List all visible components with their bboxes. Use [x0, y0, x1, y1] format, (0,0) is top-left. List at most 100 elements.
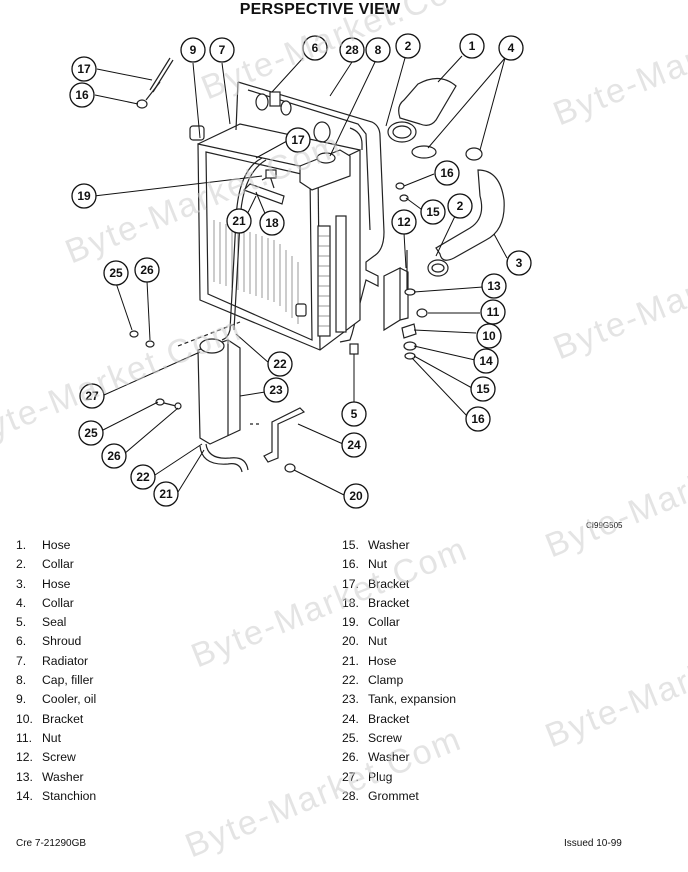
svg-text:27: 27	[85, 389, 99, 403]
svg-text:1: 1	[469, 39, 476, 53]
callout-1: 1	[459, 33, 485, 59]
list-item: 18.Bracket	[342, 595, 410, 610]
callout-16: 16	[69, 82, 95, 108]
list-item: 7.Radiator	[16, 653, 89, 668]
callout-26-lower: 26	[101, 443, 127, 469]
svg-text:4: 4	[508, 41, 515, 55]
svg-text:5: 5	[351, 407, 358, 421]
list-item: 16.Nut	[342, 557, 387, 572]
callout-19: 19	[71, 183, 97, 209]
list-item: 24.Bracket	[342, 711, 410, 726]
svg-text:14: 14	[479, 354, 493, 368]
list-item: 12.Screw	[16, 750, 76, 765]
callout-14: 14	[473, 348, 499, 374]
callout-16-lower: 16	[465, 406, 491, 432]
list-item: 21.Hose	[342, 653, 397, 668]
callout-21-upper: 21	[226, 208, 252, 234]
callout-4: 4	[498, 35, 524, 61]
parts-list-right: 15.Washer 16.Nut 17.Bracket 18.Bracket 1…	[342, 538, 456, 808]
figure-code: CI99G505	[586, 521, 623, 530]
side-bracket	[383, 182, 428, 360]
svg-text:8: 8	[375, 43, 382, 57]
svg-text:3: 3	[516, 256, 523, 270]
svg-text:2: 2	[405, 39, 412, 53]
callout-15-lower: 15	[470, 376, 496, 402]
list-item: 19.Collar	[342, 615, 400, 630]
list-item: 8.Cap, filler	[16, 673, 94, 688]
leader-lines	[93, 55, 508, 496]
callout-25-lower: 25	[78, 420, 104, 446]
callout-7: 7	[209, 37, 235, 63]
callout-16-mid: 16	[434, 160, 460, 186]
svg-text:23: 23	[269, 383, 283, 397]
svg-text:2: 2	[457, 199, 464, 213]
callout-20: 20	[343, 483, 369, 509]
watermark: Byte-Market.Com	[540, 609, 688, 756]
callout-27: 27	[79, 383, 105, 409]
callout-12: 12	[391, 209, 417, 235]
svg-text:11: 11	[487, 305, 500, 319]
list-item: 27.Plug	[342, 769, 393, 784]
svg-text:7: 7	[219, 43, 226, 57]
callout-23: 23	[263, 377, 289, 403]
svg-text:26: 26	[107, 449, 121, 463]
svg-text:22: 22	[273, 357, 287, 371]
callout-24: 24	[341, 432, 367, 458]
callout-15-mid: 15	[420, 199, 446, 225]
upper-hose	[387, 77, 483, 161]
list-item: 14.Stanchion	[16, 788, 97, 803]
callout-3: 3	[506, 250, 532, 276]
svg-text:26: 26	[140, 263, 154, 277]
callout-21-lower: 21	[153, 481, 179, 507]
svg-text:16: 16	[440, 166, 454, 180]
lower-hose	[427, 169, 505, 277]
callout-5: 5	[341, 401, 367, 427]
svg-text:28: 28	[345, 43, 359, 57]
callout-8: 8	[365, 37, 391, 63]
page-title: PERSPECTIVE VIEW	[239, 1, 401, 18]
list-item: 17.Bracket	[342, 576, 410, 591]
list-item: 11.Nut	[16, 730, 61, 745]
svg-text:21: 21	[232, 214, 246, 228]
svg-text:18: 18	[265, 216, 279, 230]
list-item: 26.Washer	[342, 750, 410, 765]
oil-cooler-tubes	[317, 215, 347, 337]
svg-text:25: 25	[84, 426, 98, 440]
callout-25-upper: 25	[103, 260, 129, 286]
callout-18: 18	[259, 210, 285, 236]
svg-text:9: 9	[190, 43, 197, 57]
list-item: 1.Hose	[16, 538, 71, 552]
list-item: 25.Screw	[342, 730, 402, 745]
svg-text:25: 25	[109, 266, 123, 280]
callout-2-lower: 2	[447, 193, 473, 219]
list-item: 20.Nut	[342, 634, 387, 649]
list-item: 22.Clamp	[342, 673, 404, 688]
tank-bracket	[250, 407, 306, 473]
svg-text:17: 17	[291, 133, 305, 147]
svg-text:12: 12	[397, 215, 411, 229]
svg-text:20: 20	[349, 489, 363, 503]
list-item: 28.Grommet	[342, 788, 419, 803]
svg-text:15: 15	[476, 382, 490, 396]
list-item: 5.Seal	[16, 615, 67, 630]
svg-text:16: 16	[75, 88, 89, 102]
callout-9: 9	[180, 37, 206, 63]
callout-11: 11	[480, 299, 506, 325]
list-item: 6.Shroud	[16, 634, 82, 649]
issue-date: Issued 10-99	[564, 838, 622, 849]
callout-2-upper: 2	[395, 33, 421, 59]
svg-text:17: 17	[77, 62, 91, 76]
svg-text:22: 22	[136, 470, 150, 484]
svg-text:24: 24	[347, 438, 361, 452]
svg-text:15: 15	[426, 205, 440, 219]
list-item: 15.Washer	[342, 538, 410, 552]
radiator-exploded-diagram: 17 16 9 7 6 28 8 2 1 4 17 19 16 15 21 18…	[69, 33, 532, 509]
document-code: Cre 7-21290GB	[16, 838, 87, 849]
callouts: 17 16 9 7 6 28 8 2 1 4 17 19 16 15 21 18…	[69, 33, 532, 509]
callout-22-lower: 22	[130, 464, 156, 490]
list-item: 10.Bracket	[16, 711, 84, 726]
callout-13: 13	[481, 273, 507, 299]
list-item: 2.Collar	[16, 557, 74, 572]
callout-22-upper: 22	[267, 351, 293, 377]
callout-6: 6	[302, 35, 328, 61]
